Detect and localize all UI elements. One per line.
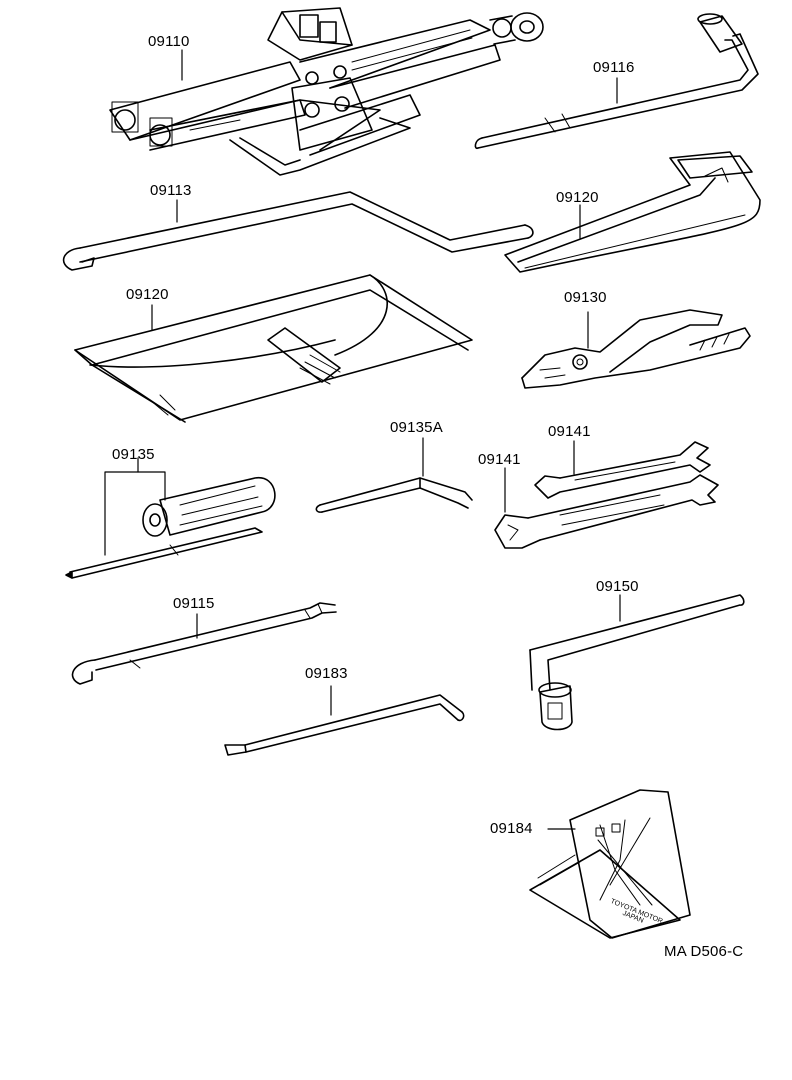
label-wheel-chock: 09184 bbox=[490, 820, 533, 837]
wheel-chock bbox=[529, 789, 691, 939]
label-wheel-wrench: 09150 bbox=[596, 578, 639, 595]
extension-bar bbox=[71, 602, 337, 685]
double-open-wrench-upper bbox=[534, 441, 711, 499]
label-hook-bar: 09183 bbox=[305, 665, 348, 682]
label-screwdriver: 09135 bbox=[112, 446, 155, 463]
tool-bag bbox=[74, 274, 473, 423]
label-extension-bar: 09115 bbox=[173, 595, 215, 612]
label-handle-bar: 09113 bbox=[150, 182, 192, 199]
hook-bar bbox=[224, 694, 465, 756]
pliers bbox=[521, 309, 751, 389]
scissor-jack bbox=[109, 7, 544, 176]
double-open-wrench-lower bbox=[494, 474, 719, 549]
label-pliers: 09130 bbox=[564, 289, 607, 306]
label-jack: 09110 bbox=[148, 33, 190, 50]
tool-roll bbox=[504, 151, 761, 273]
screwdriver bbox=[65, 477, 276, 579]
jack-handle bbox=[474, 13, 759, 150]
label-screwdriver-bar: 09135A bbox=[390, 419, 443, 436]
handle-bar bbox=[62, 191, 534, 271]
label-tool-roll: 09120 bbox=[556, 189, 599, 206]
label-wrench-lower: 09141 bbox=[478, 451, 521, 468]
drawing-code: MA D506-C bbox=[664, 943, 744, 960]
screwdriver-bar bbox=[315, 477, 473, 513]
label-tool-bag: 09120 bbox=[126, 286, 169, 303]
label-jack-handle: 09116 bbox=[593, 59, 635, 76]
wheel-nut-wrench bbox=[529, 594, 745, 731]
label-wrench-upper: 09141 bbox=[548, 423, 591, 440]
